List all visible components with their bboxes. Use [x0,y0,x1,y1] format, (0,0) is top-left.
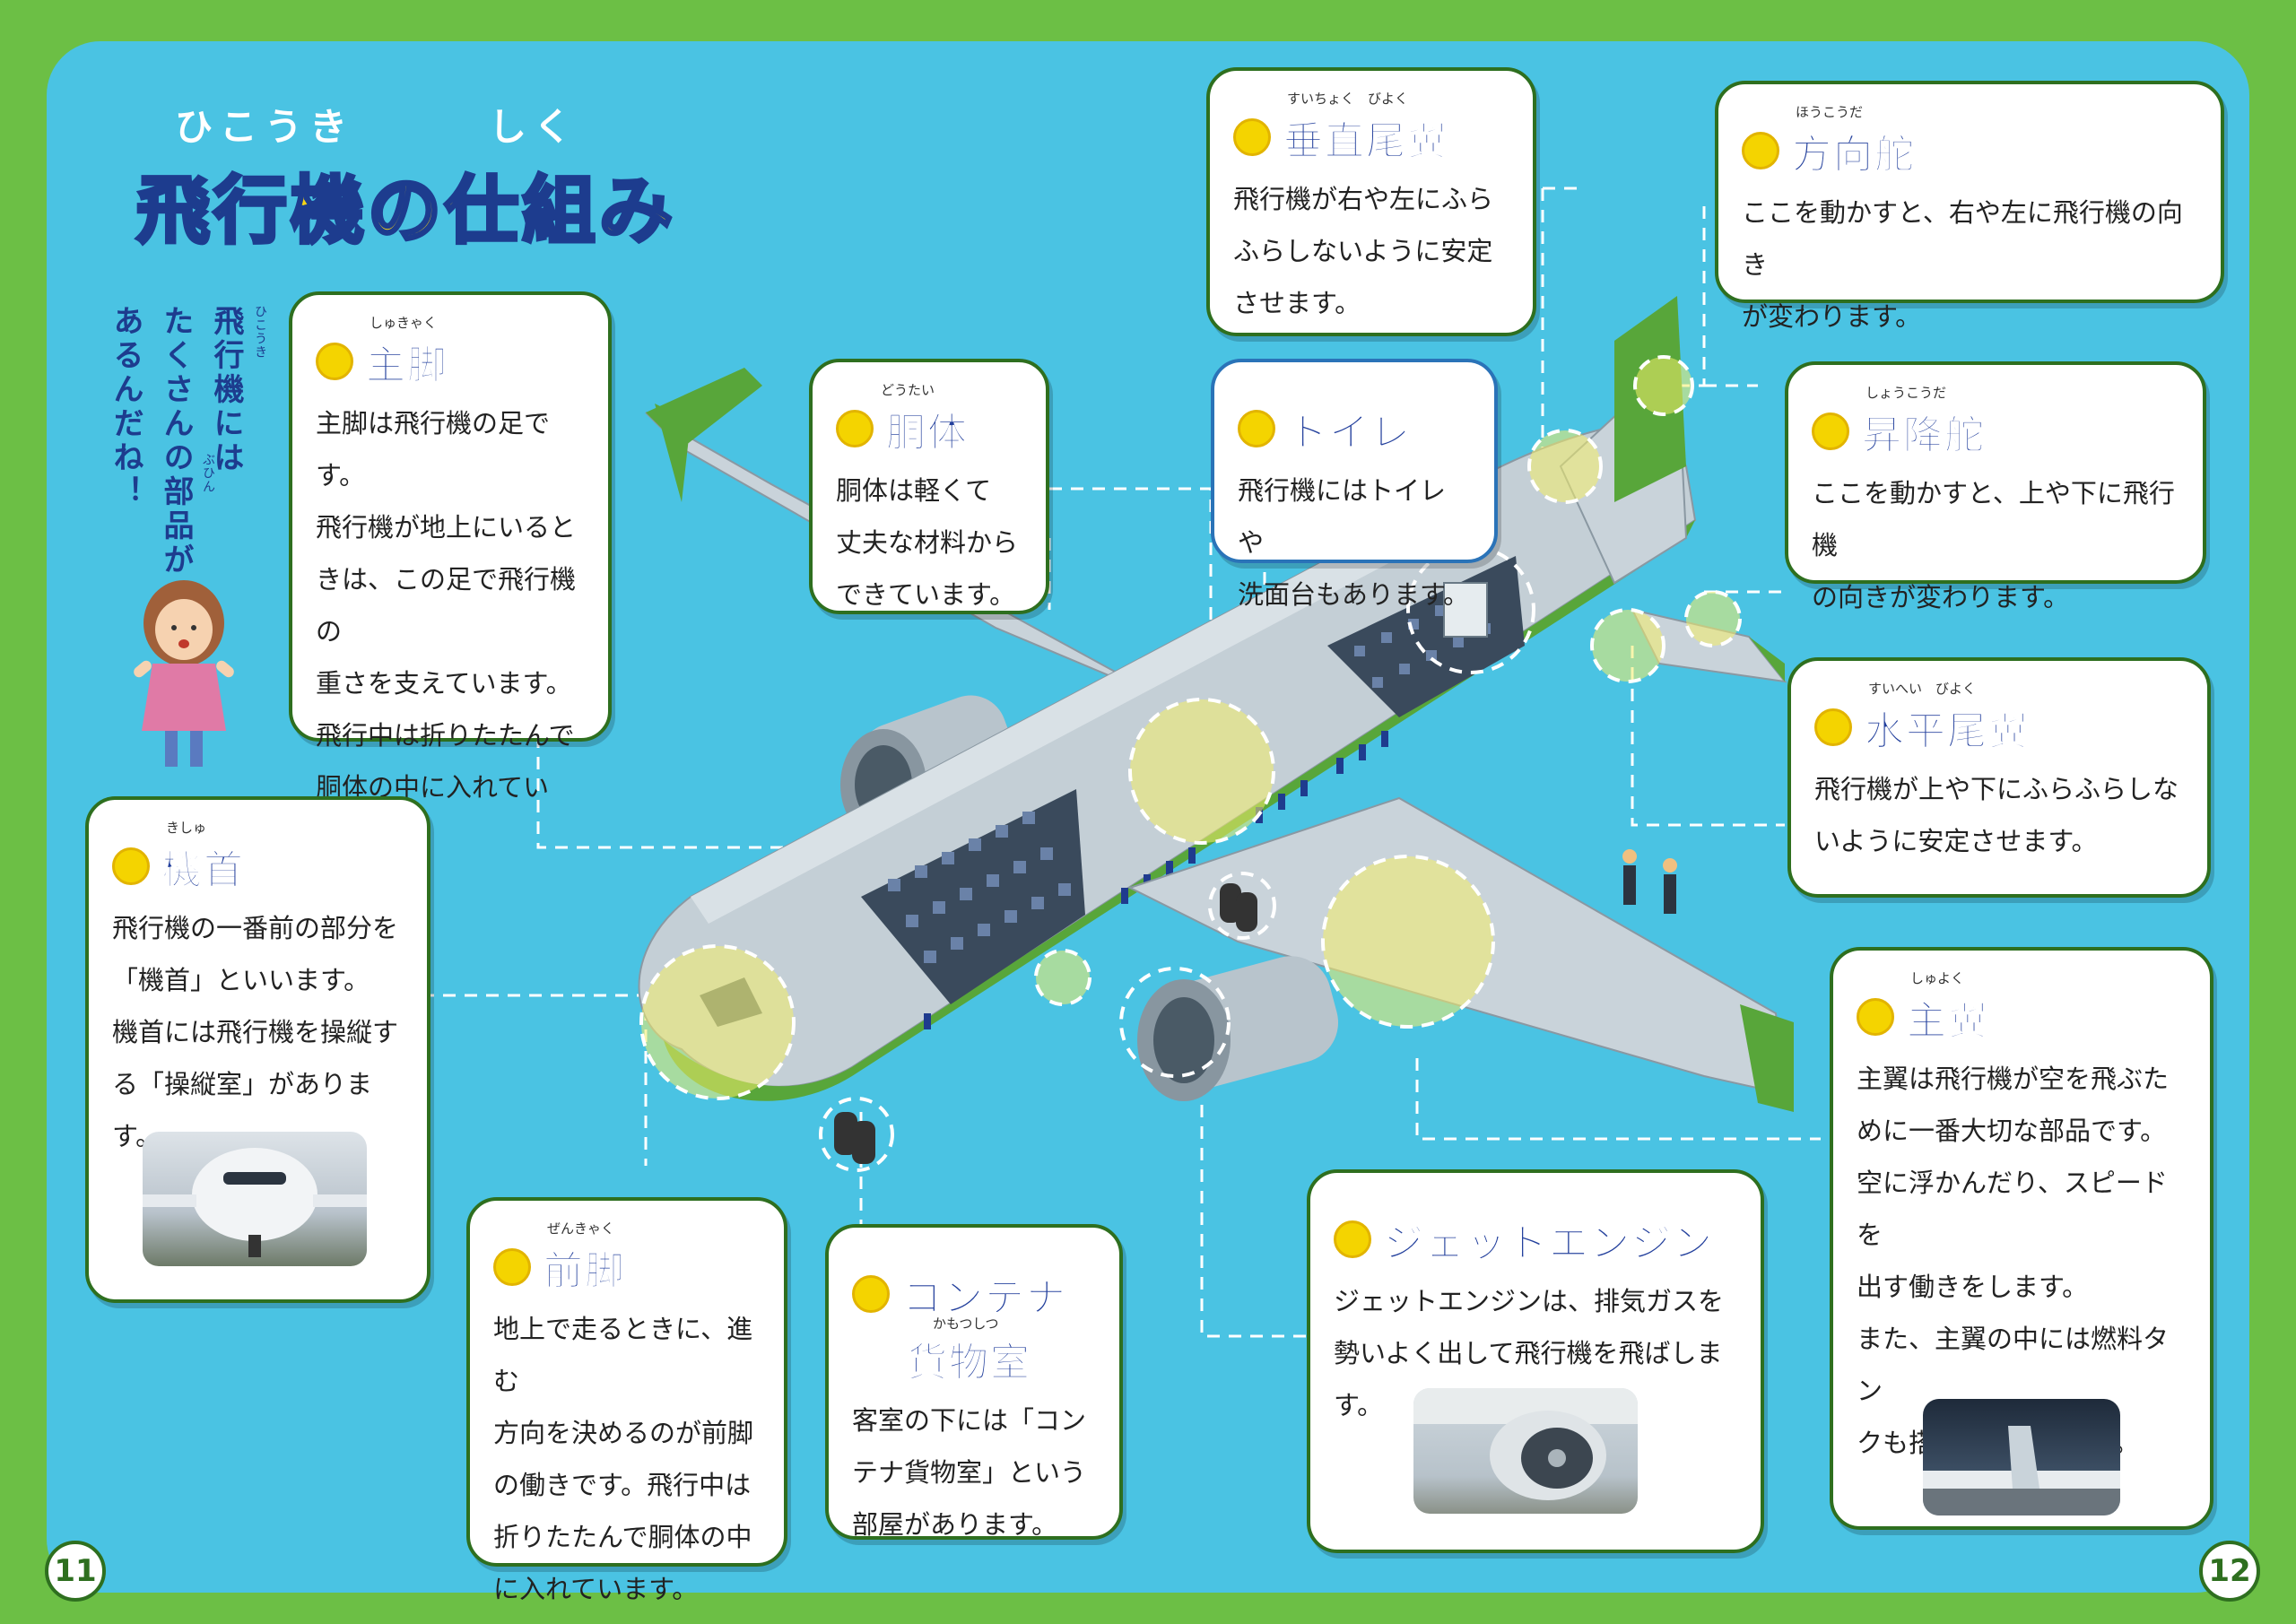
box-vertical-tail: すいちょく びよく 垂直尾翼 飛行機が右や左にふら ふらしないように安定 させま… [1206,67,1536,336]
heading-elevator: しょうこうだ 昇降舵 [1812,385,2179,460]
title-cargo-2: 貨物室 [908,1340,1031,1386]
page-title: 飛行機の仕組み [135,167,677,256]
box-nose: きしゅ 機首 飛行機の一番前の部分を 「機首」といいます。 機首には飛行機を操縦… [85,796,430,1303]
page-number-left: 11 [45,1541,106,1602]
highlight-circles [639,355,1742,1172]
heading-main-gear: しゅきゃく 主脚 [316,315,585,390]
intro-line-1: 飛行機には [208,305,244,475]
title-jet-engine: ジェットエンジン [1384,1220,1714,1267]
girl-character [134,580,234,767]
page-number-right: 12 [2199,1541,2260,1602]
text-jet-engine: ジェットエンジンは、排気ガスを 勢いよく出して飛行機を飛ばします。 [1334,1286,1725,1420]
text-rudder: ここを動かすと、右や左に飛行機の向き が変わります。 [1742,197,2183,332]
text-nose: 飛行機の一番前の部分を 「機首」といいます。 機首には飛行機を操縦す る「操縦室… [112,913,399,1151]
box-horizontal-tail: すいへい びよく 水平尾翼 飛行機が上や下にふらふらしな いように安定させます。 [1787,657,2211,898]
box-jet-engine: ジェットエンジン ジェットエンジンは、排気ガスを 勢いよく出して飛行機を飛ばしま… [1307,1169,1764,1553]
cabin-cutaway-front [861,789,1085,1004]
text-main-gear: 主脚は飛行機の足です。 飛行機が地上にいると きは、この足で飛行機の 重さを支え… [316,408,577,855]
title-nose: 機首 [162,847,245,894]
bullet-dot-icon [1334,1220,1371,1258]
bullet-dot-icon [1812,413,1849,450]
toilet-cube [1443,582,1488,638]
heading-horizontal-tail: すいへい びよく 水平尾翼 [1814,681,2184,756]
nose-gear-wheels [834,1112,875,1164]
text-horizontal-tail: 飛行機が上や下にふらふらしな いように安定させます。 [1814,774,2179,856]
ruby-horizontal-tail: すいへい びよく [1868,681,1977,697]
main-wing-photo [1923,1399,2120,1515]
text-fuselage: 胴体は軽くて 丈夫な材料から できています。 [836,475,1019,610]
text-nose-gear: 地上で走るときに、進む 方向を決めるのが前脚 の働きです。飛行中は 折りたたんで… [493,1314,754,1604]
bullet-dot-icon [852,1275,890,1313]
heading-rudder: ほうこうだ 方向舵 [1742,104,2197,179]
heading-main-wing: しゅよく 主翼 [1857,970,2187,1046]
text-main-wing: 主翼は飛行機が空を飛ぶた めに一番大切な部品です。 空に浮かんだり、スピードを … [1857,1064,2170,1458]
title-main-gear: 主脚 [366,343,448,389]
right-engine [1137,956,1339,1101]
main-gear-wheels [1220,883,1257,932]
ruby-nose: きしゅ [166,820,207,836]
box-rudder: ほうこうだ 方向舵 ここを動かすと、右や左に飛行機の向き が変わります。 [1715,81,2224,332]
ground-crew [1622,849,1677,914]
title-horizontal-tail: 水平尾翼 [1865,708,2030,755]
ruby-fuselage: どうたい [881,382,935,398]
heading-jet-engine: ジェットエンジン [1334,1211,1737,1268]
bullet-dot-icon [836,410,874,447]
bullet-dot-icon [493,1248,531,1286]
bullet-dot-icon [316,343,353,380]
heading-nose-gear: ぜんきゃく 前脚 [493,1220,761,1296]
ruby-main-wing: しゅよく [1910,970,1965,986]
hangar-plane-photo-icon [1923,1426,2120,1515]
text-vertical-tail: 飛行機が右や左にふら ふらしないように安定 させます。 [1233,184,1494,318]
title-fuselage: 胴体 [886,410,969,456]
bullet-dot-icon [1238,410,1275,447]
box-nose-gear: ぜんきゃく 前脚 地上で走るときに、進む 方向を決めるのが前脚 の働きです。飛行… [466,1197,787,1604]
title-rudder: 方向舵 [1792,132,1916,178]
text-toilet: 飛行機にはトイレや 洗面台もあります。 [1238,475,1470,610]
intro-line-2: たくさんの部品が [158,305,194,578]
intro-ruby: ひこうき [253,305,267,359]
jet-engine-photo [1413,1388,1638,1514]
box-cargo: コンテナ かもつしつ 貨物室 客室の下には「コン テナ貨物室」という 部屋があり… [825,1224,1123,1540]
heading-cargo-2: かもつしつ 貨物室 [852,1316,1096,1387]
title-nose-gear: 前脚 [544,1248,626,1295]
bullet-dot-icon [1814,708,1852,746]
ruby-rudder: ほうこうだ [1796,104,1864,120]
airplane-nose-photo-icon [143,1148,367,1257]
title-elevator: 昇降舵 [1862,413,1986,459]
bullet-dot-icon [1742,132,1779,169]
bullet-dot-icon [1233,118,1271,156]
ruby-nose-gear: ぜんきゃく [547,1220,615,1237]
title-vertical-tail: 垂直尾翼 [1283,118,1448,165]
heading-toilet: トイレ [1238,400,1471,457]
box-fuselage: どうたい 胴体 胴体は軽くて 丈夫な材料から できています。 [809,359,1049,614]
title-toilet: トイレ [1288,410,1412,456]
bullet-dot-icon [112,847,150,885]
box-elevator: しょうこうだ 昇降舵 ここを動かすと、上や下に飛行機 の向きが変わります。 [1785,361,2206,612]
nose-photo [143,1132,367,1266]
heading-vertical-tail: すいちょく びよく 垂直尾翼 [1233,91,1509,166]
bullet-dot-icon [1857,998,1894,1036]
jet-engine-photo-icon [1413,1388,1638,1500]
box-toilet: トイレ 飛行機にはトイレや 洗面台もあります。 [1211,359,1498,610]
box-main-wing: しゅよく 主翼 主翼は飛行機が空を飛ぶた めに一番大切な部品です。 空に浮かんだ… [1830,947,2213,1530]
intro-line-3: あるんだね！ [108,305,144,509]
title-ruby-shikumi: しく [489,105,579,149]
title-ruby-hikouki: ひこうき [175,105,355,149]
box-main-gear: しゅきゃく 主脚 主脚は飛行機の足です。 飛行機が地上にいると きは、この足で飛… [289,291,612,855]
heading-nose: きしゅ 機首 [112,820,404,895]
ruby-main-gear: しゅきゃく [370,315,438,331]
text-cargo: 客室の下には「コン テナ貨物室」という 部屋があります。 [852,1405,1087,1540]
ruby-elevator: しょうこうだ [1866,385,1947,401]
heading-fuselage: どうたい 胴体 [836,382,1022,457]
title-main-wing: 主翼 [1907,998,1989,1045]
intro-ruby-buhin: ぶひん [201,453,215,493]
ruby-vertical-tail: すいちょく びよく [1287,91,1409,107]
text-elevator: ここを動かすと、上や下に飛行機 の向きが変わります。 [1812,478,2175,612]
title-cargo: コンテナ [902,1275,1067,1322]
heading-cargo: コンテナ [852,1265,1096,1323]
ruby-cargo: かもつしつ [933,1316,999,1332]
